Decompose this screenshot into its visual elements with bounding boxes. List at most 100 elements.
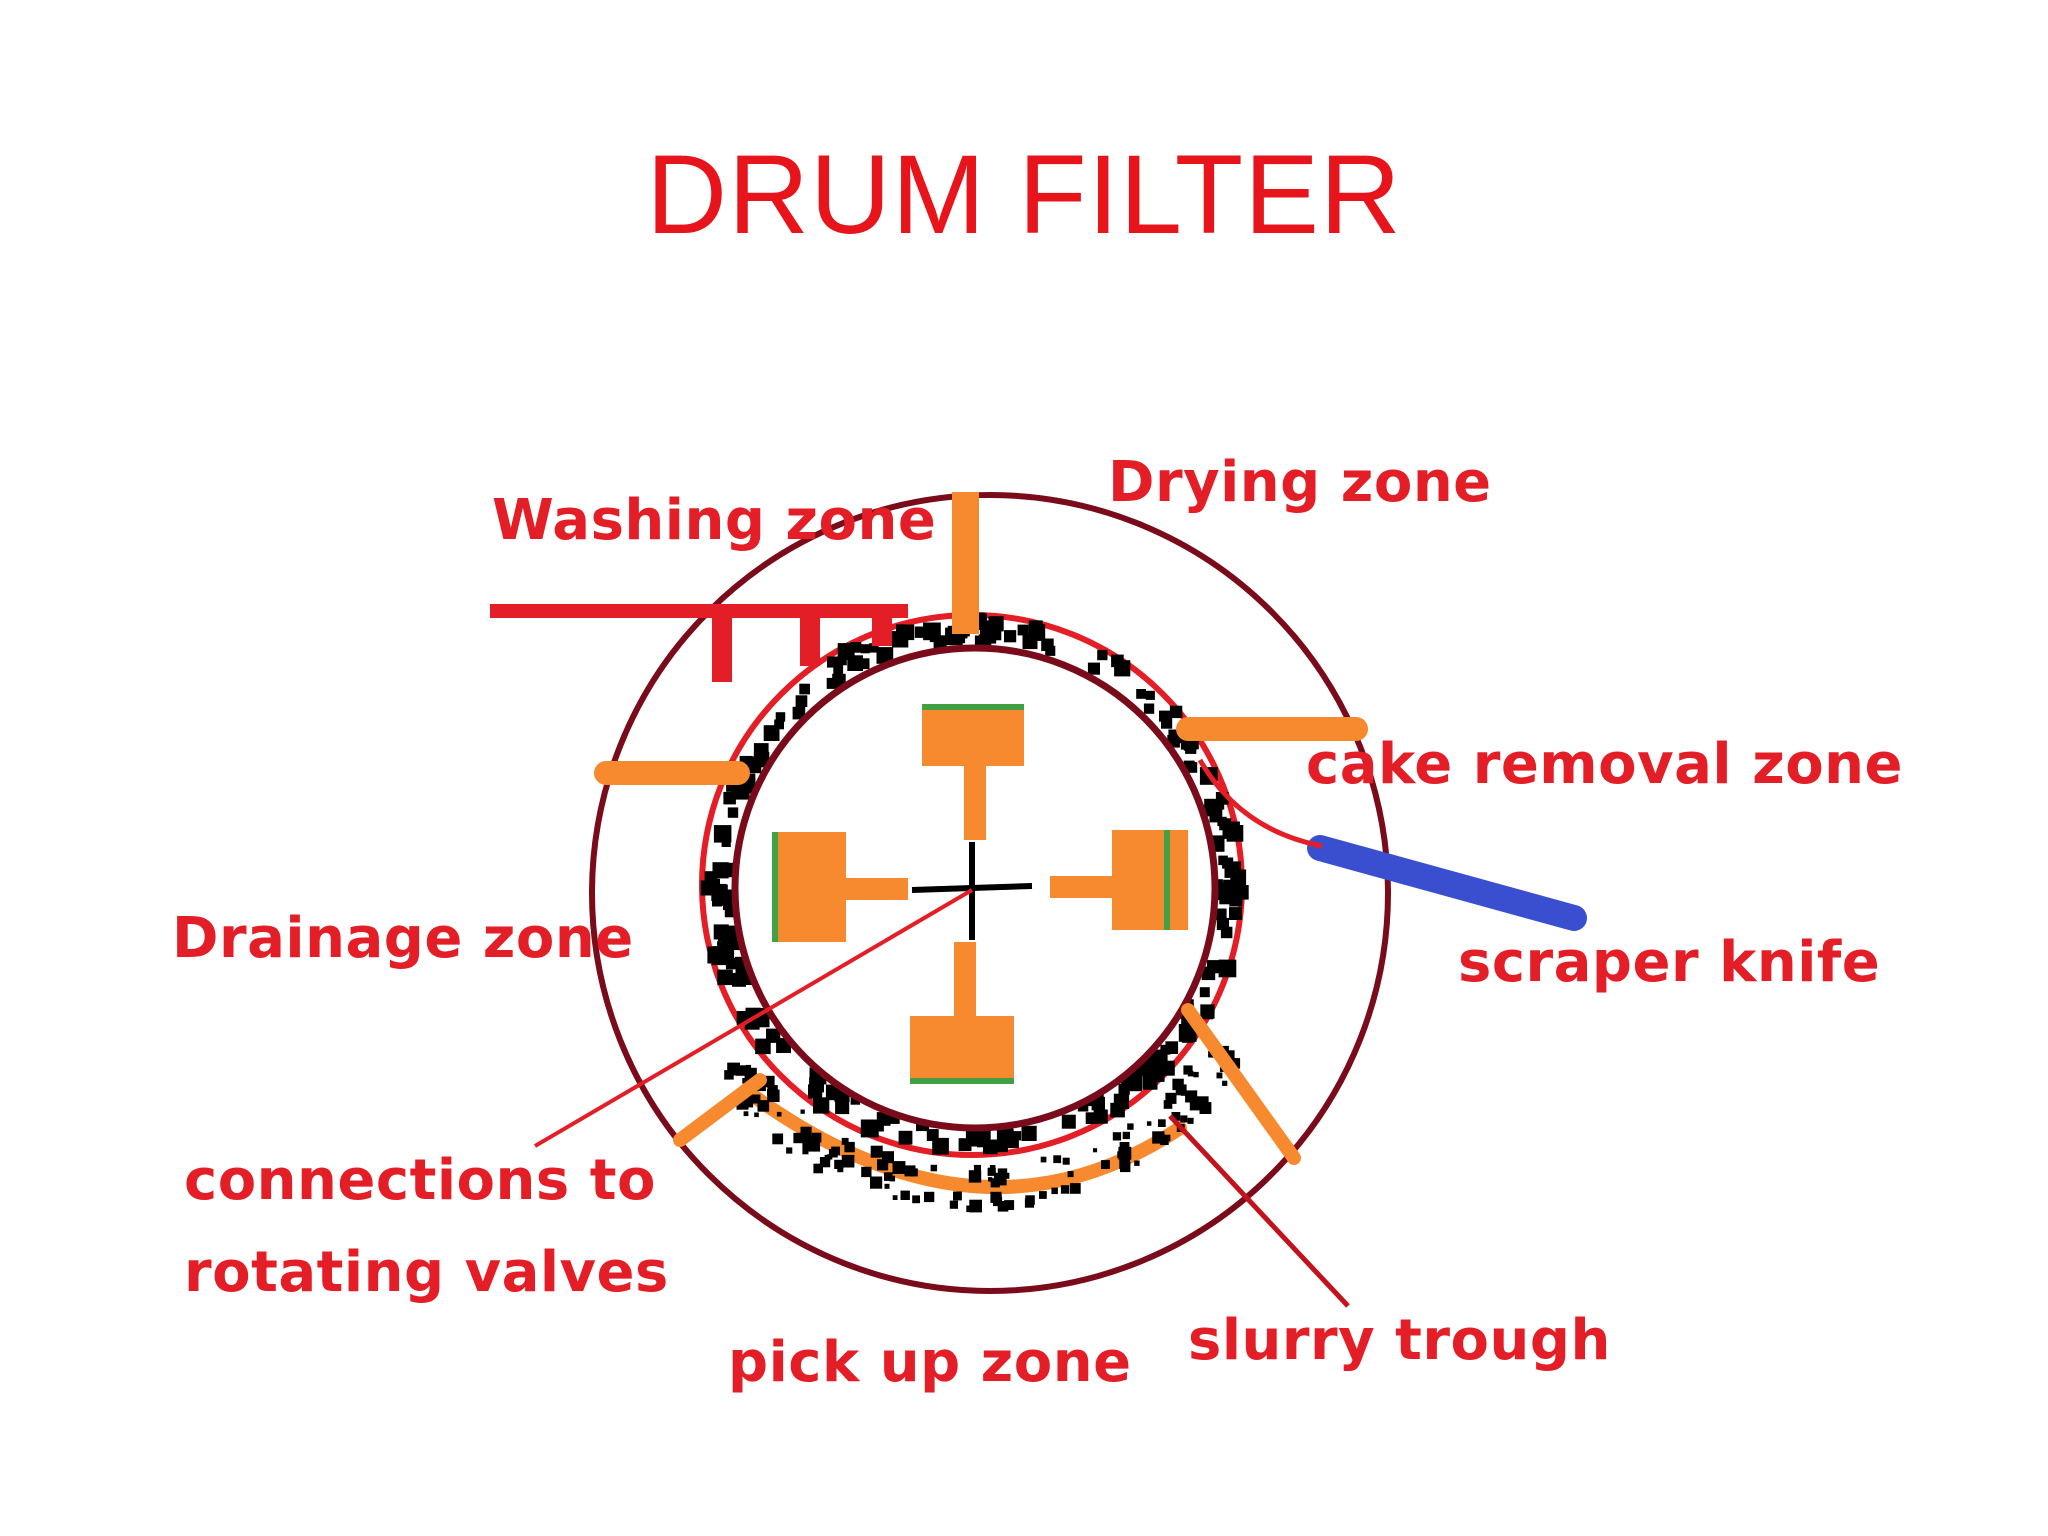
- slurry-particle: [1039, 1191, 1047, 1199]
- cake-particle: [809, 1077, 824, 1093]
- label-cake-removal-zone: cake removal zone: [1306, 732, 1904, 797]
- slurry-particle: [724, 1070, 734, 1080]
- cake-particle: [775, 712, 786, 722]
- slurry-particle: [767, 1089, 774, 1096]
- cake-particle: [774, 719, 784, 730]
- slurry-particle: [746, 1064, 752, 1070]
- slurry-particle: [1040, 1156, 1047, 1163]
- slurry-particle: [900, 1190, 910, 1200]
- cake-particle: [835, 1100, 850, 1115]
- cake-particle: [926, 1129, 939, 1141]
- cake-particle: [1143, 703, 1155, 714]
- slurry-particle: [990, 1178, 1000, 1188]
- diagram-title: DRUM FILTER: [646, 132, 1402, 257]
- cake-particle: [1077, 1101, 1089, 1112]
- cake-particle: [704, 871, 718, 884]
- slurry-particle: [924, 1191, 935, 1203]
- cake-particle: [1110, 1102, 1125, 1118]
- drying-zone-divider: [952, 492, 979, 634]
- cake-particle: [988, 616, 1004, 632]
- cake-particle: [1087, 662, 1100, 675]
- cake-particle: [1004, 630, 1017, 643]
- cake-particle: [1234, 885, 1249, 900]
- slurry-particle: [904, 1165, 916, 1177]
- slurry-particle: [743, 1111, 749, 1117]
- slurry-particle: [892, 1161, 906, 1174]
- slurry-pointer: [1168, 1114, 1350, 1308]
- label-drainage-zone: Drainage zone: [172, 906, 634, 971]
- cake-particle: [996, 1140, 1008, 1153]
- label-washing-zone: Washing zone: [492, 488, 937, 553]
- cake-particle: [1218, 959, 1237, 978]
- cake-particle: [1017, 624, 1029, 636]
- cake-particle: [1214, 882, 1233, 901]
- slurry-particle: [827, 1154, 833, 1160]
- cake-particle: [1186, 762, 1198, 773]
- cake-particle: [860, 644, 870, 654]
- cake-particle: [1126, 1072, 1142, 1088]
- slurry-particle: [1163, 1100, 1173, 1109]
- slurry-particle: [990, 1191, 1002, 1203]
- slurry-particle: [1117, 1151, 1125, 1159]
- slurry-particle: [870, 1145, 883, 1158]
- cake-particle: [1118, 1083, 1130, 1095]
- cake-particle: [850, 642, 862, 653]
- slurry-particle: [1222, 1080, 1228, 1086]
- slurry-particle: [763, 1075, 775, 1088]
- slurry-particle: [1183, 1065, 1193, 1075]
- slurry-particle: [1134, 1160, 1140, 1166]
- cake-particle: [1160, 1044, 1171, 1055]
- slurry-particle: [829, 1148, 838, 1158]
- cake-particle: [753, 743, 769, 758]
- cake-particle: [1200, 804, 1212, 817]
- slurry-particle: [820, 1159, 826, 1165]
- cake-particle: [874, 1121, 884, 1132]
- slurry-particle: [1053, 1155, 1062, 1164]
- slurry-particle: [884, 1172, 893, 1181]
- cake-particle: [983, 1139, 998, 1155]
- slurry-particle: [1187, 1070, 1194, 1077]
- cake-particle: [1136, 689, 1146, 699]
- cake-particle: [869, 643, 879, 653]
- slurry-particle: [754, 1112, 759, 1118]
- cake-particle: [847, 655, 863, 671]
- slurry-particle: [912, 1195, 920, 1204]
- cake-particle: [929, 632, 940, 643]
- cake-particle: [980, 1128, 991, 1139]
- cake-particle: [1022, 634, 1038, 650]
- cake-particle: [898, 624, 915, 641]
- slurry-particle: [1199, 1102, 1212, 1114]
- slurry-particle: [815, 1163, 821, 1169]
- slurry-particle: [1216, 1072, 1223, 1079]
- slurry-particle: [988, 1177, 993, 1182]
- label-scraper-knife: scraper knife: [1458, 930, 1881, 995]
- cake-particle: [1161, 717, 1173, 729]
- slurry-particle: [800, 1126, 812, 1138]
- slurry-particle: [841, 1154, 855, 1168]
- slurry-particle: [861, 1166, 872, 1178]
- slurry-particle: [1120, 1161, 1131, 1173]
- slurry-particle: [892, 1195, 898, 1200]
- label-connections-line1: connections to: [184, 1148, 656, 1213]
- slurry-particle: [757, 1100, 770, 1112]
- slurry-particle: [837, 1166, 844, 1173]
- cake-particle: [1021, 1125, 1037, 1141]
- connections-pointer: [533, 888, 974, 1148]
- cake-particle: [860, 1119, 879, 1138]
- slurry-particle: [966, 1205, 973, 1213]
- slurry-particle: [870, 1176, 883, 1189]
- slurry-particle: [1180, 1115, 1188, 1123]
- slurry-particle: [973, 1164, 981, 1172]
- slurry-particle: [953, 1191, 962, 1201]
- cake-particle: [1159, 710, 1171, 722]
- cake-particle: [1144, 1053, 1156, 1065]
- cake-particle: [989, 628, 1002, 641]
- cake-particle: [717, 969, 733, 986]
- slurry-particle: [997, 1168, 1008, 1178]
- cake-particle: [932, 1137, 949, 1155]
- cake-particle: [833, 664, 844, 675]
- washing-sprayer: [490, 604, 908, 682]
- cake-particle: [712, 946, 723, 957]
- slurry-particle: [968, 1170, 982, 1183]
- cake-particle: [713, 924, 729, 940]
